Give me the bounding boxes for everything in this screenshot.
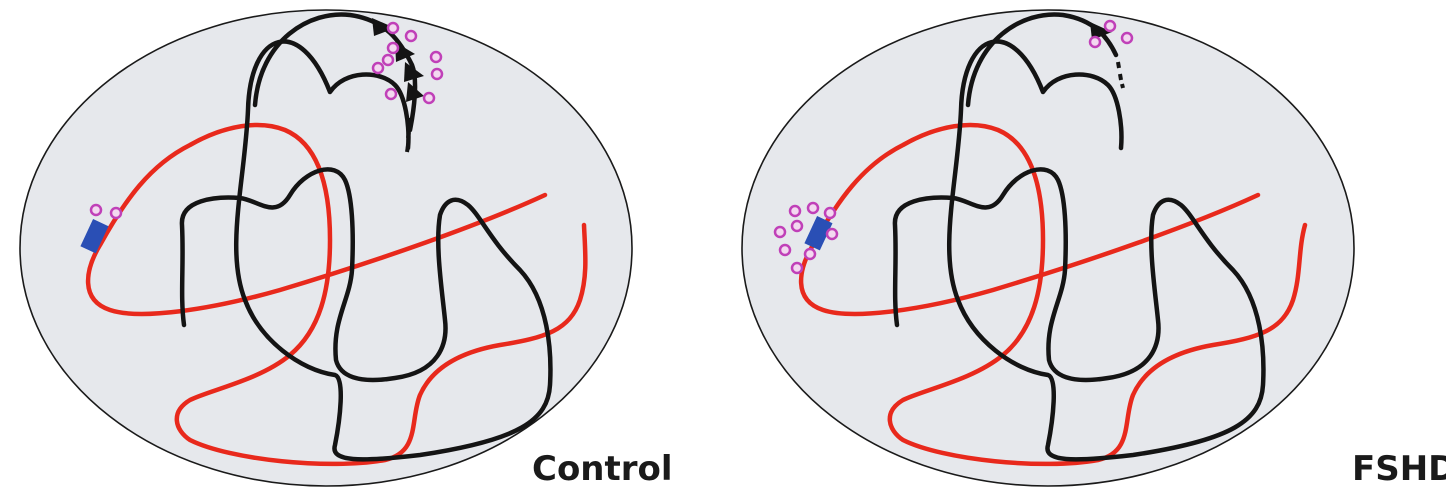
transcript-dash (409, 118, 410, 124)
transcript-dash (407, 146, 408, 152)
protein-icon (406, 31, 416, 41)
protein-icon (808, 203, 818, 213)
protein-icon (775, 227, 785, 237)
transcript-dash (1122, 84, 1123, 88)
nucleus-fshd (742, 10, 1354, 486)
protein-icon (373, 63, 383, 73)
panel-label-fshd: FSHD (1352, 452, 1446, 486)
protein-icon (827, 229, 837, 239)
panel-label-control: Control (532, 452, 673, 486)
protein-icon (780, 245, 790, 255)
protein-icon (388, 43, 398, 53)
protein-icon (1090, 37, 1100, 47)
protein-icon (790, 206, 800, 216)
protein-icon (386, 89, 396, 99)
transcript-dash (408, 132, 409, 138)
protein-icon (792, 263, 802, 273)
protein-icon (792, 221, 802, 231)
protein-icon (111, 208, 121, 218)
panel-control (20, 10, 632, 486)
protein-icon (1105, 21, 1115, 31)
protein-icon (424, 93, 434, 103)
panel-fshd (742, 10, 1354, 486)
protein-icon (825, 208, 835, 218)
protein-icon (388, 23, 398, 33)
protein-icon (91, 205, 101, 215)
protein-icon (1122, 33, 1132, 43)
protein-icon (383, 55, 393, 65)
protein-icon (805, 249, 815, 259)
transcript-dash (1118, 62, 1119, 68)
protein-icon (431, 52, 441, 62)
protein-icon (432, 69, 442, 79)
transcript-dash (1120, 74, 1121, 80)
